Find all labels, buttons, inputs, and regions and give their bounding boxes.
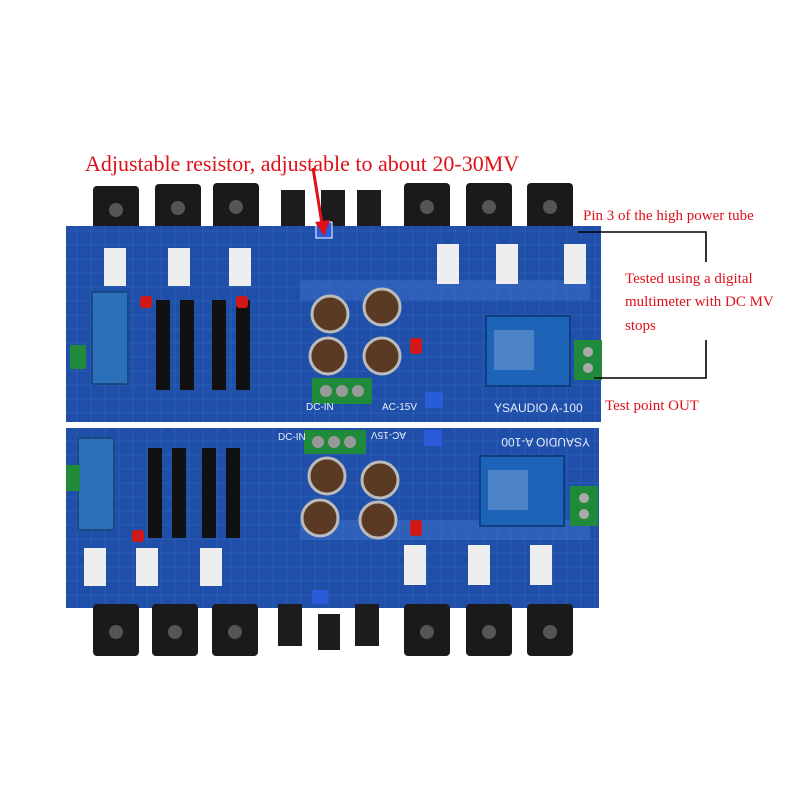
capacitors-top	[308, 287, 402, 376]
relay-bottom	[479, 455, 565, 527]
adjustable-resistor-annotation: Adjustable resistor, adjustable to about…	[85, 151, 520, 176]
capacitors-bottom	[300, 456, 400, 540]
test-point-annotation: Test point OUT	[605, 398, 699, 414]
output-terminal-bottom	[570, 486, 598, 526]
top-ac-label: AC-15V	[382, 402, 417, 413]
bottom-brand-label: YSAUDIO A-100	[501, 435, 590, 449]
output-terminal-top	[574, 340, 602, 380]
probe-wire	[578, 231, 707, 379]
annotation-arrow-head	[315, 220, 330, 236]
adjustable-resistor-bottom	[312, 590, 328, 604]
top-brand-label: YSAUDIO A-100	[494, 401, 583, 415]
bottom-dc-in-label: DC-IN	[278, 432, 306, 443]
bottom-board: YSAUDIO A-100 DC-IN AC-15V	[66, 428, 599, 656]
multimeter-annotation: Tested using a digital multimeter with D…	[625, 271, 774, 334]
bottom-ac-label: AC-15V	[371, 429, 406, 440]
transformer-bottom	[77, 437, 115, 531]
relay-top	[485, 315, 571, 387]
annotation-arrow	[311, 167, 324, 225]
top-board: YSAUDIO A-100 DC-IN AC-15V	[66, 183, 602, 422]
power-transistors-bottom	[93, 604, 573, 656]
transformer-top	[91, 291, 129, 385]
top-dc-in-label: DC-IN	[306, 402, 334, 413]
power-transistors-top	[93, 183, 573, 238]
pin3-annotation: Pin 3 of the high power tube	[583, 208, 754, 224]
